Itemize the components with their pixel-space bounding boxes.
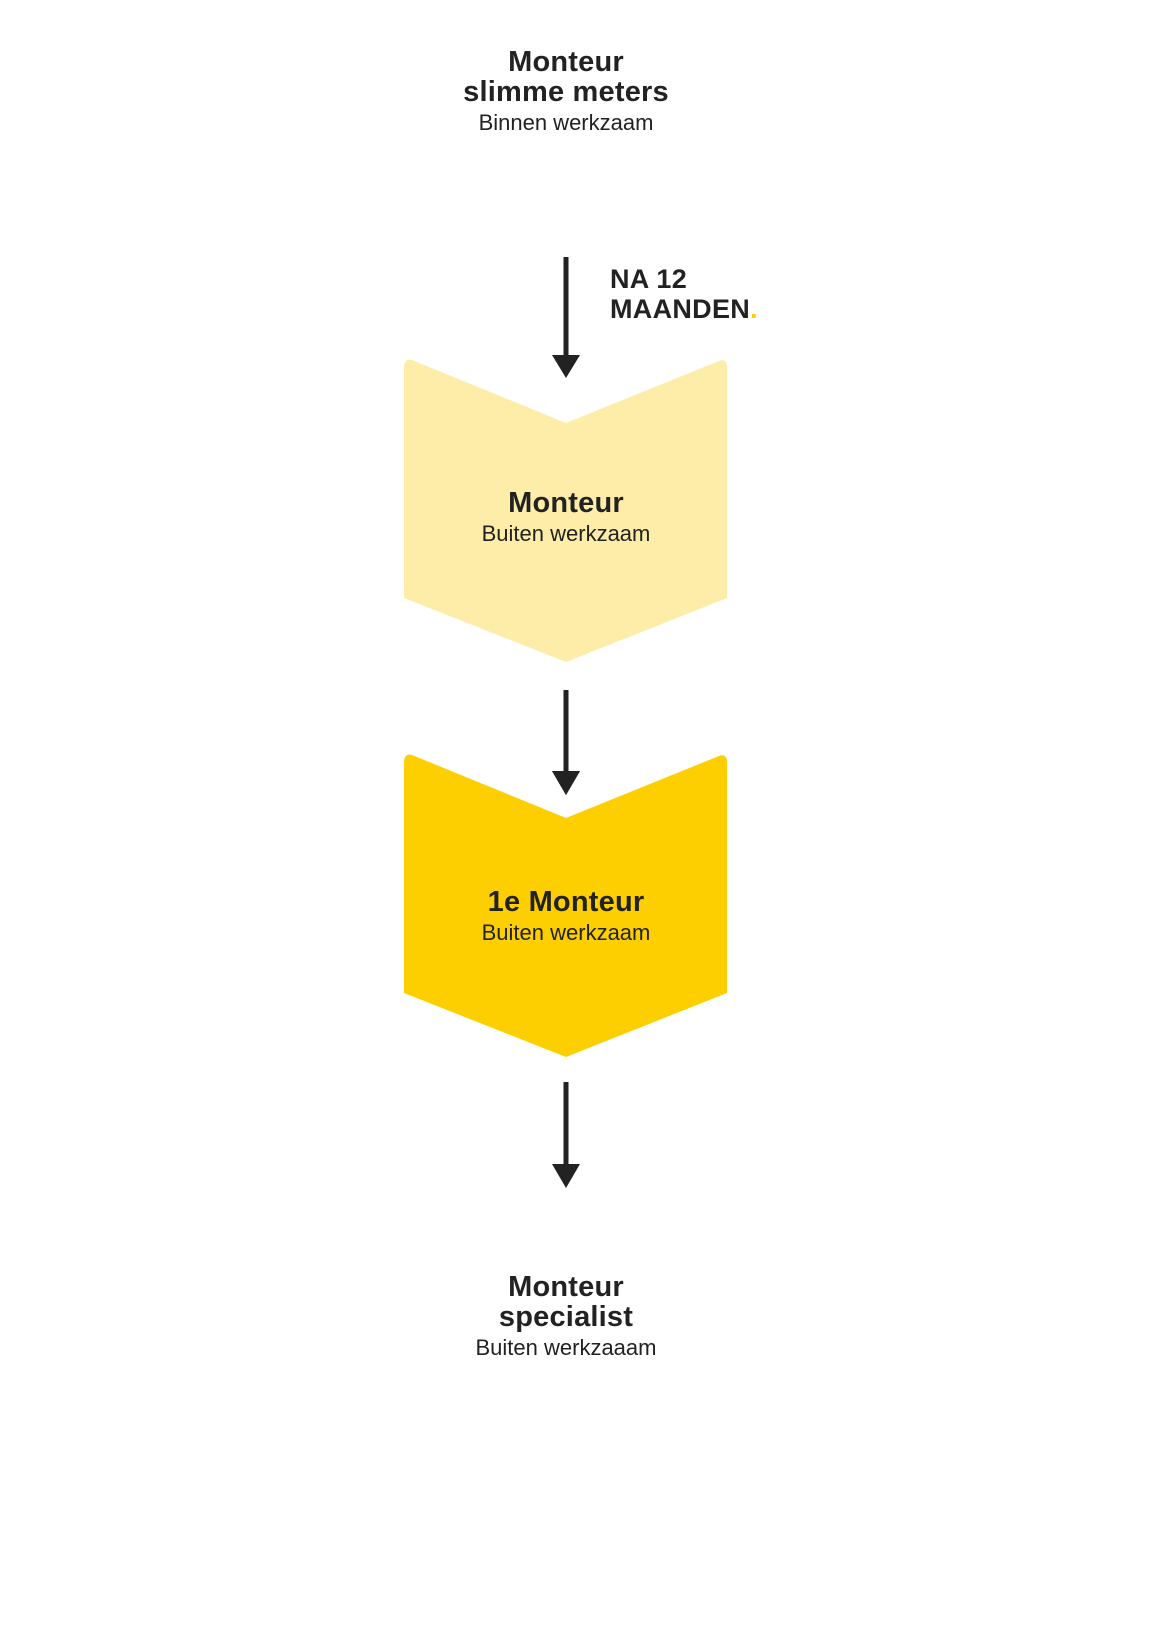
node-title: Monteur xyxy=(508,46,624,78)
node-monteur-slimme-meters: Monteur slimme meters Binnen werkzaam xyxy=(0,47,1132,137)
arrow-down-icon xyxy=(552,1082,580,1188)
node-title: 1e Monteur xyxy=(487,886,645,918)
node-title: specialist xyxy=(498,1301,634,1333)
node-title: slimme meters xyxy=(463,76,669,108)
node-subtitle: Buiten werkzaaam xyxy=(475,1335,657,1360)
chevron-step-light xyxy=(404,359,727,662)
node-title: Monteur xyxy=(508,487,624,519)
edge-label-duration: NA 12 MAANDEN. xyxy=(610,264,758,324)
edge-label-line1: NA 12 xyxy=(610,264,688,294)
accent-dot: . xyxy=(750,294,758,324)
node-subtitle: Binnen werkzaam xyxy=(478,110,654,135)
node-subtitle: Buiten werkzaam xyxy=(481,521,651,546)
node-monteur-specialist: Monteur specialist Buiten werkzaaam xyxy=(0,1272,1132,1362)
node-1e-monteur: 1e Monteur Buiten werkzaam xyxy=(0,887,1132,947)
node-subtitle: Buiten werkzaam xyxy=(481,920,651,945)
chevron-step-dark xyxy=(404,754,727,1057)
arrow-down-icon xyxy=(552,257,580,378)
node-monteur: Monteur Buiten werkzaam xyxy=(0,488,1132,548)
node-title: Monteur xyxy=(508,1271,624,1303)
edge-label-line2: MAANDEN xyxy=(610,294,751,324)
